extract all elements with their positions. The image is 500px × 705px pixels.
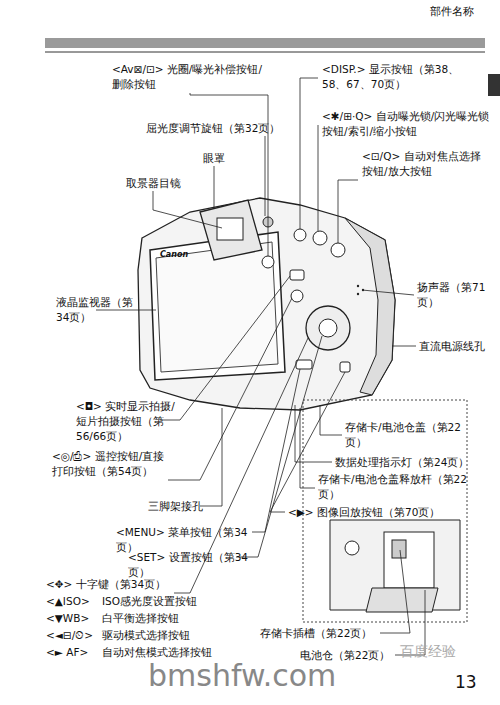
part-label: 直流电源线孔 xyxy=(419,339,497,354)
key-name: <◄⊟/⏲> xyxy=(46,628,102,643)
key-name: <▼WB> xyxy=(46,611,102,626)
header-bar xyxy=(45,38,485,48)
page-number: 13 xyxy=(455,672,490,692)
lcd-screen xyxy=(156,242,278,372)
camera-body xyxy=(138,198,395,410)
key-desc: 白平衡选择按钮 xyxy=(102,611,232,626)
live-view-button xyxy=(290,270,304,280)
part-label: 存储卡/电池仓盖释放杆（第22页） xyxy=(318,472,488,502)
page-header: 部件名称 xyxy=(430,4,490,19)
key-name: <▲ISO> xyxy=(46,594,102,609)
part-label: <DISP.> 显示按钮（第38、58、67、70页） xyxy=(322,62,472,92)
part-label: <Av⊠/⊡> 光圈/曝光补偿按钮/删除按钮 xyxy=(112,62,270,92)
section-tab xyxy=(488,74,500,96)
playback-button xyxy=(340,362,350,372)
part-label: 液晶监视器（第34页） xyxy=(56,295,136,325)
af-point-button xyxy=(331,243,345,257)
part-label: <SET> 设置按钮（第34页） xyxy=(128,550,248,580)
key-name: <► AF> xyxy=(46,645,102,660)
av-button xyxy=(262,256,274,268)
part-label: 数据处理指示灯（第24页） xyxy=(335,455,495,470)
part-label: <✱/⊞·Q> 自动曝光锁/闪光曝光锁按钮/索引/缩小按钮 xyxy=(322,109,497,139)
part-label: 存储卡插槽（第22页） xyxy=(260,626,385,641)
part-label: 屈光度调节旋钮（第32页） xyxy=(146,121,286,136)
watermark: 百度经验 xyxy=(400,643,490,660)
ae-lock-button xyxy=(313,231,327,245)
part-label: 眼罩 xyxy=(203,151,233,166)
part-label: 扬声器（第71页） xyxy=(417,280,495,310)
battery-door xyxy=(366,588,438,612)
cross-keys xyxy=(306,306,350,350)
part-label: 三脚架接孔 xyxy=(148,499,208,514)
camera-grip xyxy=(345,218,395,395)
part-label: 取景器目镜 xyxy=(126,176,191,191)
part-label: <MENU> 菜单按钮（第34页） xyxy=(116,525,261,555)
header-rule xyxy=(45,52,485,53)
part-label: 存储卡/电池仓盖（第22页） xyxy=(345,420,465,450)
eyepiece xyxy=(217,218,243,240)
watermark: bmshfw.com xyxy=(148,658,348,694)
brand-logo: Canon xyxy=(160,247,200,262)
part-label: <✥> 十字键（第34页） xyxy=(46,577,176,592)
print-button xyxy=(291,290,303,302)
battery-compartment xyxy=(384,532,434,588)
part-label: <⊡/Q> 自动对焦点选择按钮/放大按钮 xyxy=(362,149,482,179)
menu-button xyxy=(296,360,312,369)
part-label: <▶> 图像回放按钮（第70页） xyxy=(288,505,488,520)
card-slot xyxy=(392,540,406,558)
part-label: <◎/⎙> 遥控按钮/直接打印按钮（第54页） xyxy=(52,449,172,479)
eyecup xyxy=(200,200,262,260)
set-button xyxy=(319,319,337,337)
part-label: <◘> 实时显示拍摄/短片拍摄按钮（第56/66页） xyxy=(76,399,184,444)
tripod-socket xyxy=(345,541,359,555)
key-desc: ISO感光度设置按钮 xyxy=(102,594,232,609)
key-desc: 驱动模式选择按钮 xyxy=(102,628,232,643)
disp-button xyxy=(294,229,306,241)
key-desc: 自动对焦模式选择按钮 xyxy=(102,645,232,660)
